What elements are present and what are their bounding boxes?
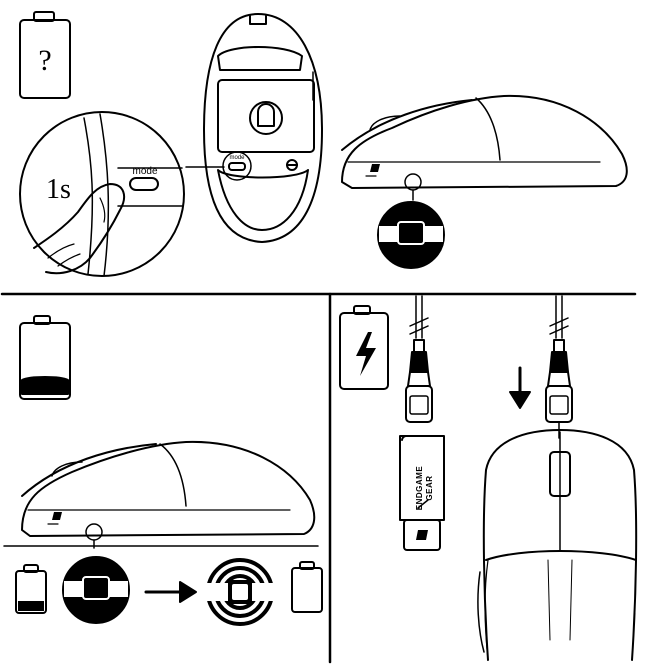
battery-question-label: ?: [38, 44, 51, 77]
mode-button: [129, 177, 159, 191]
usb-cable-right: [545, 295, 573, 439]
mouse-top-view: [477, 429, 638, 661]
mode-button-magnifier: mode 1s: [19, 111, 185, 277]
arrow-down-icon: [509, 366, 531, 409]
battery-full-icon: [291, 561, 323, 613]
sensor-led-magnifier-bottom: [62, 556, 130, 624]
mouse-side-view-top: [341, 94, 628, 201]
battery-low-icon: [19, 315, 71, 400]
battery-charging-icon: [339, 305, 389, 390]
battery-unknown-icon: ?: [19, 11, 71, 99]
usb-dongle: ENDGAME GEAR: [399, 435, 445, 551]
press-duration-label: 1s: [46, 174, 71, 205]
arrow-right-icon: [144, 581, 197, 603]
usb-cable-left: [405, 295, 433, 423]
dongle-brand-line1: ENDGAME: [415, 466, 424, 511]
sensor-led-magnifier-top: [377, 201, 445, 269]
sensor-led-pulsing: [204, 558, 276, 626]
mode-label: mode: [132, 166, 157, 177]
finger: [33, 183, 126, 275]
battery-low-small-icon: [15, 564, 47, 614]
mode-label-small: mode: [229, 155, 245, 161]
mouse-bottom-view: mode: [203, 13, 323, 243]
mouse-side-view-bottom: [3, 440, 319, 549]
lightning-icon: [356, 332, 376, 376]
dongle-brand-line2: GEAR: [425, 475, 434, 500]
